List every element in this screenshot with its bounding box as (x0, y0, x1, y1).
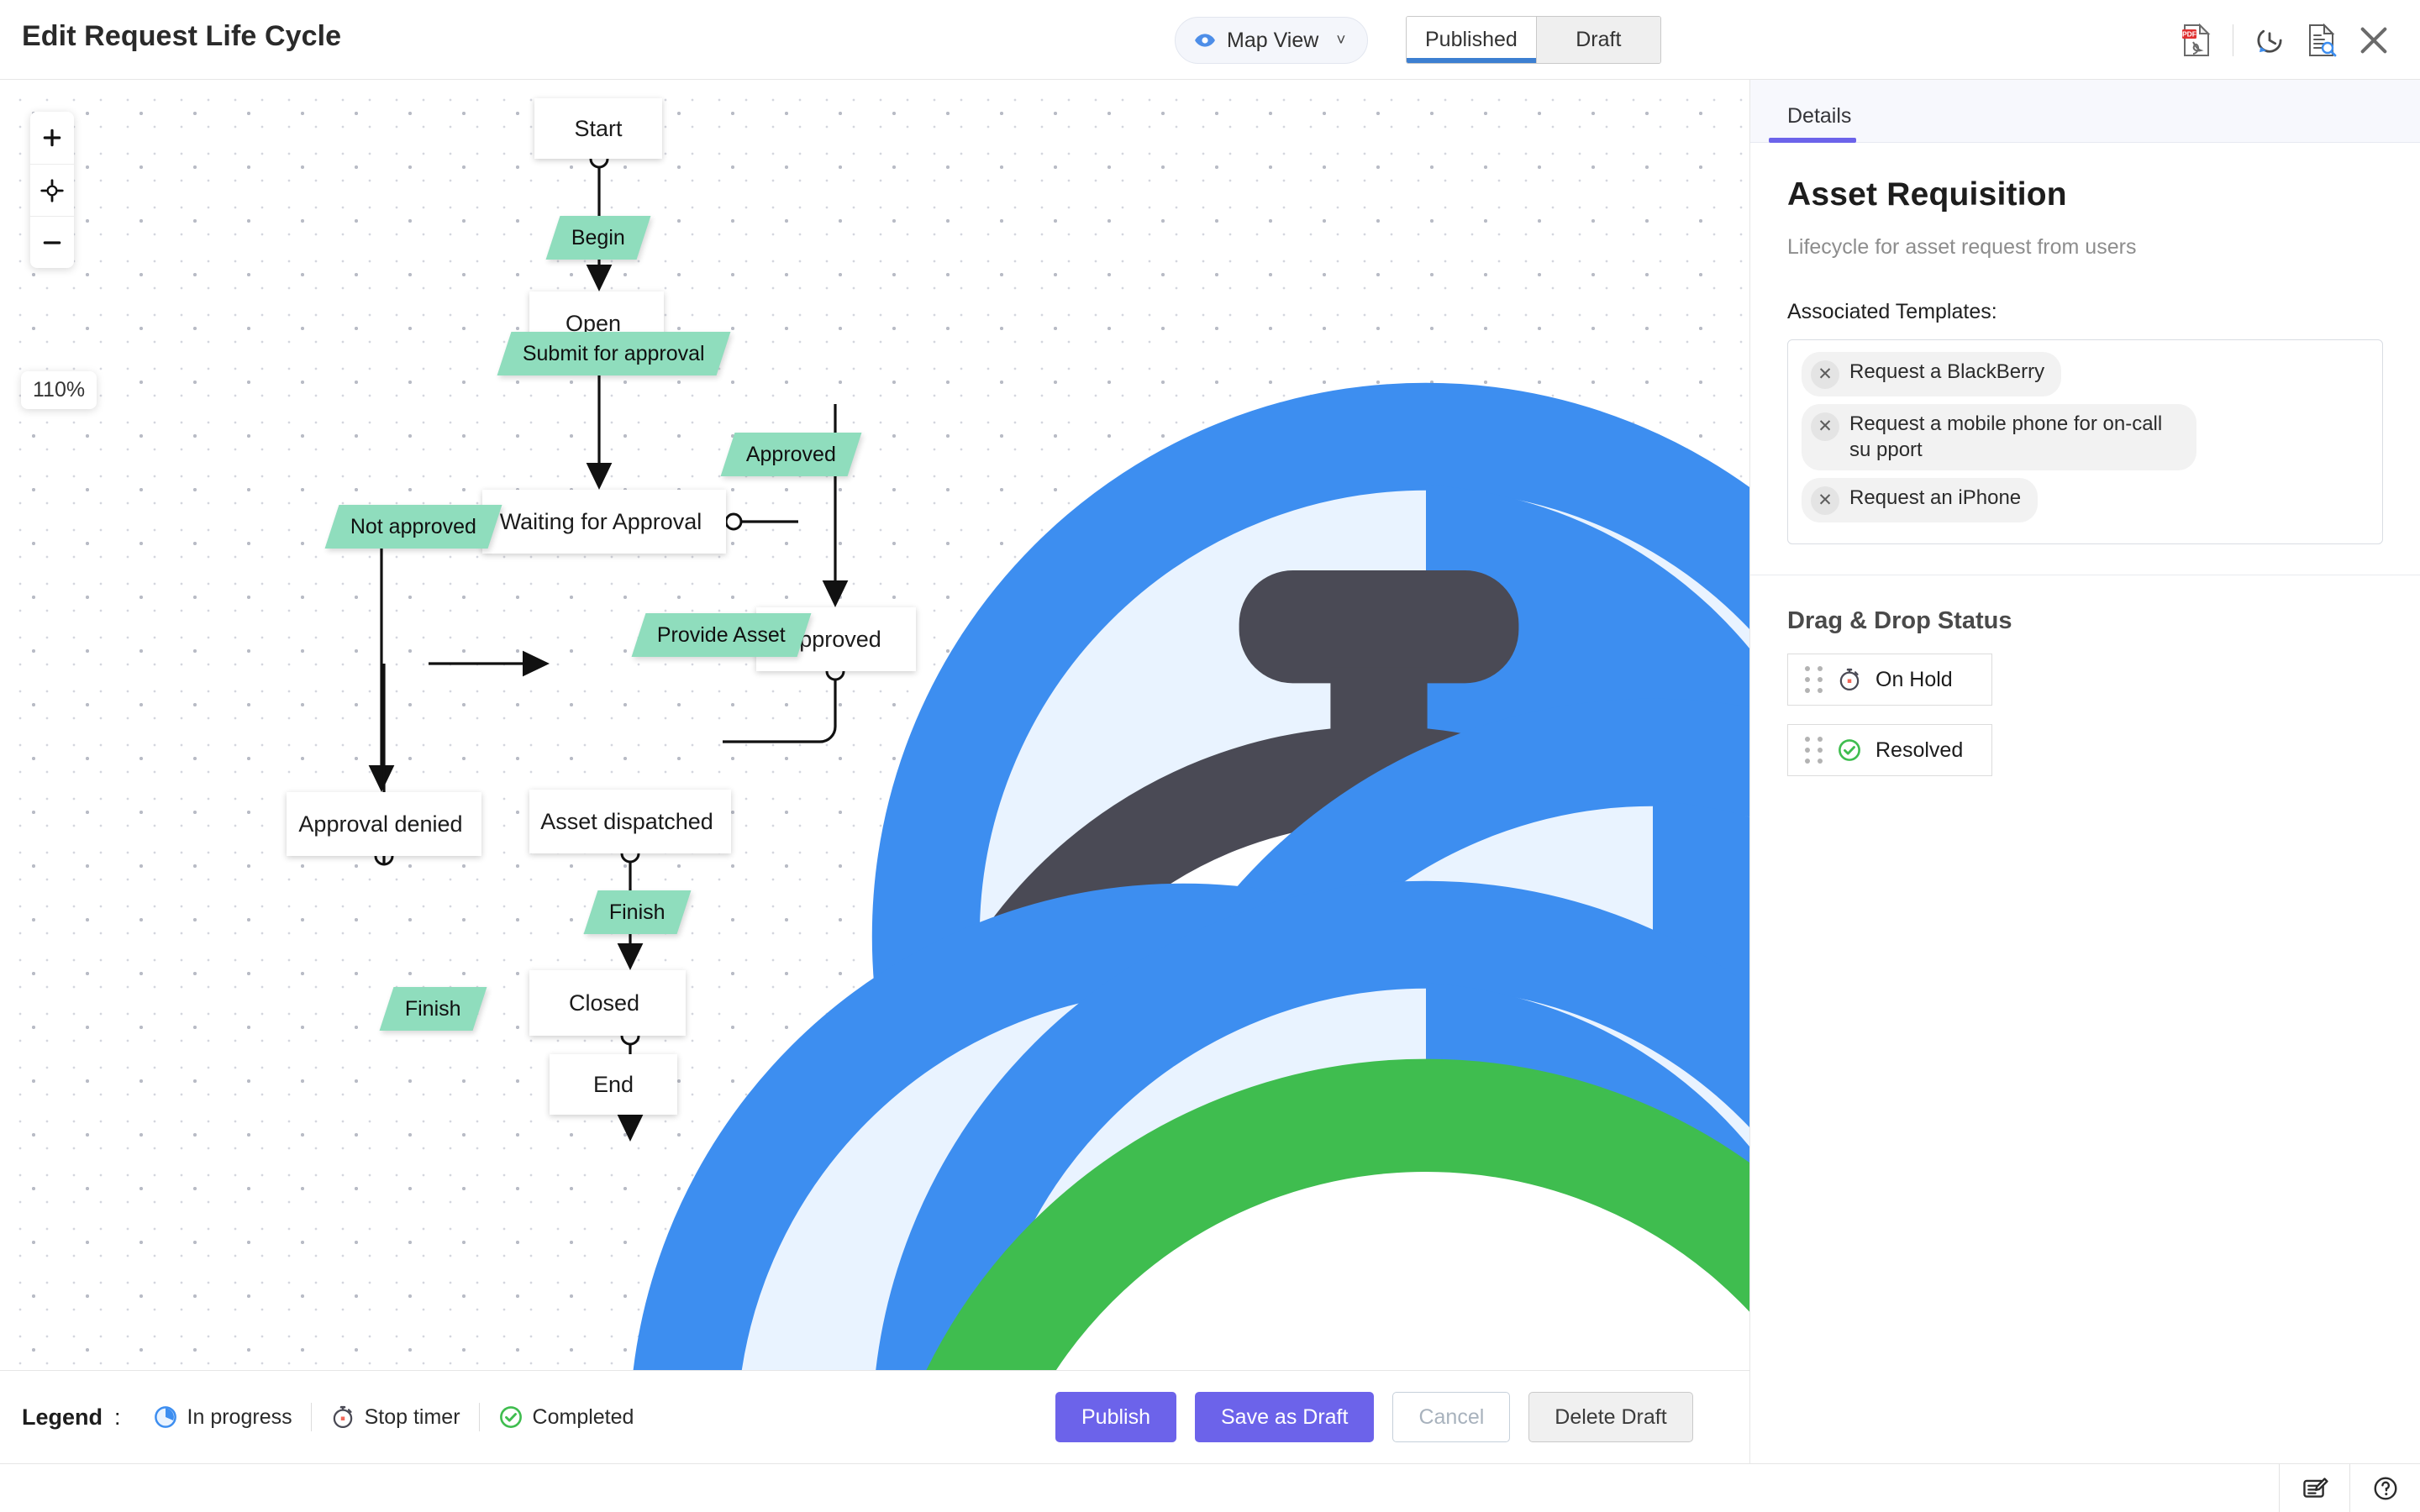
page-title: Edit Request Life Cycle (22, 20, 342, 52)
pdf-export-icon[interactable]: PDF (2170, 15, 2223, 66)
stop-timer-icon (1839, 669, 1860, 691)
svg-text:PDF: PDF (2182, 30, 2196, 39)
node-waiting-for-approval[interactable]: Waiting for Approval (482, 490, 1749, 1370)
transition-not-approved[interactable]: Not approved (324, 505, 502, 549)
chevron-down-icon: ˅ (1336, 31, 1346, 50)
tab-published[interactable]: Published (1407, 17, 1536, 63)
publish-state-tabs[interactable]: Published Draft (1406, 16, 1661, 64)
close-icon[interactable] (2348, 15, 2400, 66)
legend-item-label: Stop timer (364, 1404, 460, 1429)
zoom-level-label: 110% (21, 371, 97, 409)
transition-label: Provide Asset (657, 622, 786, 647)
eye-icon (1194, 29, 1216, 51)
details-panel: Details Asset Requisition Lifecycle for … (1749, 80, 2420, 1512)
transition-label: Begin (571, 225, 625, 249)
zoom-out-button[interactable] (30, 216, 74, 268)
node-end[interactable]: End (550, 1054, 677, 1115)
drag-handle-icon[interactable] (1805, 737, 1823, 764)
recenter-icon[interactable] (30, 164, 74, 216)
node-label: Approval denied (298, 811, 463, 837)
header-icon-group: PDF (2170, 15, 2400, 66)
save-as-draft-button[interactable]: Save as Draft (1195, 1392, 1375, 1442)
legend-item-in-progress: In progress (134, 1404, 311, 1430)
template-chip[interactable]: ✕ Request a BlackBerry (1802, 352, 2062, 396)
template-chip-label: Request a BlackBerry (1849, 360, 2045, 383)
lifecycle-name: Asset Requisition (1787, 176, 2067, 213)
legend-item-completed: Completed (480, 1404, 653, 1430)
drag-status-resolved[interactable]: Resolved (1787, 724, 1992, 777)
node-approval-denied[interactable]: Approval denied (287, 792, 1733, 1370)
transition-label: Finish (609, 900, 666, 924)
panel-content: Asset Requisition Lifecycle for asset re… (1750, 143, 2420, 777)
panel-tab-bar: Details (1750, 80, 2420, 143)
transition-finish-denied[interactable]: Finish (379, 987, 487, 1031)
node-label: Open (565, 310, 622, 336)
node-asset-dispatched[interactable]: Asset dispatched (529, 790, 1749, 1370)
help-icon[interactable] (2349, 1464, 2420, 1512)
flow-diagram: Start Open Waiting for Approval (0, 80, 1749, 1370)
legend-colon: : (114, 1404, 121, 1430)
legend-divider (478, 1403, 480, 1431)
node-label: Waiting for Approval (499, 508, 702, 534)
tab-draft[interactable]: Draft (1535, 17, 1660, 63)
completed-icon (1839, 739, 1860, 762)
transition-label: Finish (405, 996, 461, 1021)
legend-label: Legend (22, 1404, 103, 1430)
transition-provide-asset[interactable]: Provide Asset (631, 613, 812, 657)
transition-label: Approved (746, 442, 837, 466)
transition-begin[interactable]: Begin (545, 216, 651, 260)
in-progress-icon (154, 1406, 176, 1428)
delete-draft-button[interactable]: Delete Draft (1528, 1392, 1693, 1442)
legend-divider (310, 1403, 312, 1431)
stop-timer-icon (333, 1405, 352, 1428)
template-chip-label: Request a mobile phone for on-call su pp… (1849, 412, 2163, 461)
completed-icon (926, 1058, 1749, 1370)
drag-handle-icon[interactable] (1805, 666, 1823, 694)
cancel-button[interactable]: Cancel (1392, 1392, 1511, 1442)
associated-templates-label: Associated Templates: (1787, 300, 1997, 323)
node-label: Asset dispatched (540, 808, 713, 834)
history-icon[interactable] (2244, 15, 2296, 66)
transition-label: Submit for approval (523, 341, 705, 365)
transition-submit-for-approval[interactable]: Submit for approval (497, 332, 731, 375)
map-view-dropdown[interactable]: Map View ˅ (1175, 17, 1369, 64)
legend-item-label: Completed (532, 1404, 634, 1429)
template-chip[interactable]: ✕ Request an iPhone (1802, 478, 2039, 523)
map-view-label: Map View (1227, 28, 1319, 52)
transition-label: Not approved (350, 514, 477, 538)
publish-button[interactable]: Publish (1055, 1392, 1176, 1442)
flowchart-canvas[interactable]: 110% (0, 80, 1749, 1370)
legend-item-stop-timer: Stop timer (312, 1404, 479, 1430)
remove-icon[interactable]: ✕ (1811, 360, 1839, 389)
node-closed[interactable]: Closed (529, 970, 1749, 1370)
app-header: Edit Request Life Cycle Map View ˅ Publi… (0, 0, 2420, 80)
template-chip[interactable]: ✕ Request a mobile phone for on-call su … (1802, 404, 2196, 471)
drag-drop-status-title: Drag & Drop Status (1787, 607, 2012, 635)
feedback-edit-icon[interactable] (2279, 1464, 2349, 1512)
associated-templates-box[interactable]: ✕ Request a BlackBerry ✕ Request a mobil… (1787, 339, 2383, 545)
footer-bar: Legend : In progress Stop timer (0, 1370, 1749, 1463)
footer-actions: Publish Save as Draft Cancel Delete Draf… (1055, 1392, 1693, 1442)
bottom-utility-bar (0, 1463, 2420, 1512)
template-chip-label: Request an iPhone (1849, 486, 2022, 510)
node-label: Closed (568, 990, 640, 1016)
drag-status-label: On Hold (1876, 667, 1953, 691)
transition-approved[interactable]: Approved (720, 433, 862, 476)
tab-details[interactable]: Details (1769, 104, 1870, 143)
zoom-controls (30, 112, 74, 268)
completed-icon (499, 1406, 522, 1428)
zoom-in-button[interactable] (30, 112, 74, 164)
lifecycle-description: Lifecycle for asset request from users (1787, 235, 2137, 259)
transition-finish-dispatch[interactable]: Finish (583, 890, 692, 934)
drag-status-on-hold[interactable]: On Hold (1787, 654, 1992, 706)
drag-status-label: Resolved (1876, 738, 1964, 762)
node-label: Start (574, 115, 623, 141)
remove-icon[interactable]: ✕ (1811, 412, 1839, 441)
legend: Legend : In progress Stop timer (22, 1403, 652, 1431)
legend-item-label: In progress (187, 1404, 292, 1429)
node-label: End (592, 1071, 634, 1097)
document-search-icon[interactable] (2296, 15, 2348, 66)
node-start[interactable]: Start (534, 98, 662, 159)
remove-icon[interactable]: ✕ (1811, 486, 1839, 516)
